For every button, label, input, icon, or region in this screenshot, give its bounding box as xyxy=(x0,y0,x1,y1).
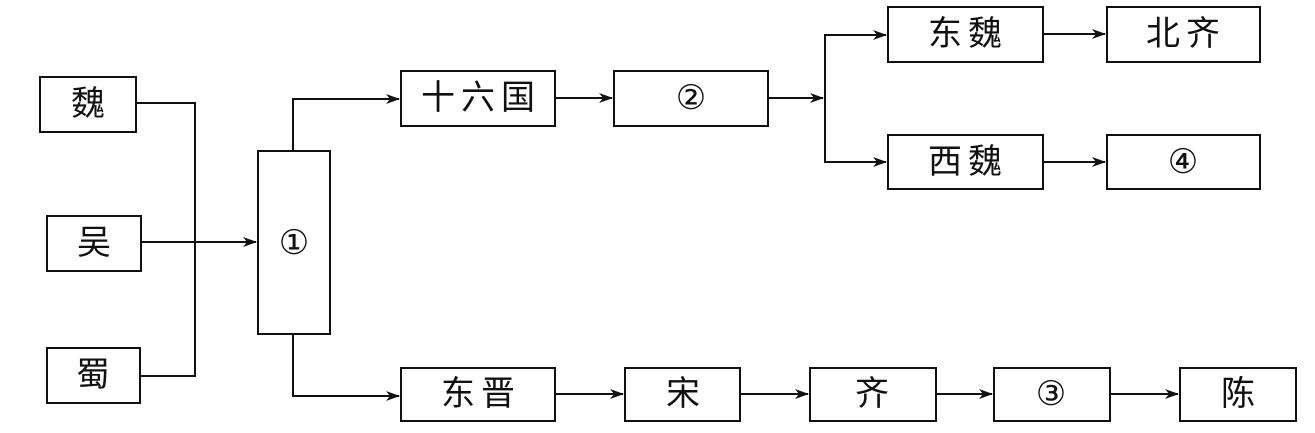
node-blank1: ① xyxy=(257,150,331,335)
node-blank3: ③ xyxy=(993,367,1111,422)
node-blank2-label: ② xyxy=(676,78,706,118)
node-blank2: ② xyxy=(613,70,769,127)
node-chen: 陈 xyxy=(1179,367,1297,422)
node-north-qi-label: 北齐 xyxy=(1146,14,1226,54)
node-qi-label: 齐 xyxy=(855,374,889,414)
node-east-wei: 东魏 xyxy=(887,6,1044,63)
node-song: 宋 xyxy=(624,367,741,422)
arrow-to-east-jin xyxy=(292,335,400,401)
node-west-wei-label: 西魏 xyxy=(928,142,1008,182)
node-chen-label: 陈 xyxy=(1221,374,1255,414)
connectors xyxy=(136,29,1179,401)
node-west-wei: 西魏 xyxy=(887,134,1044,190)
node-east-jin: 东晋 xyxy=(400,367,556,422)
arrow-to-sixteen-kingdoms xyxy=(292,94,400,150)
node-blank3-label: ③ xyxy=(1036,374,1066,414)
node-blank4: ④ xyxy=(1106,134,1261,190)
node-wu-label: 吴 xyxy=(77,223,111,263)
arrow-to-east-wei xyxy=(824,30,887,98)
node-blank1-label: ① xyxy=(279,223,309,263)
node-song-label: 宋 xyxy=(666,374,700,414)
node-shu-label: 蜀 xyxy=(76,355,110,395)
arrow-to-west-wei xyxy=(824,98,887,167)
connector-shu xyxy=(140,242,196,377)
connector-wei xyxy=(136,102,196,242)
node-blank4-label: ④ xyxy=(1168,142,1198,182)
node-wu: 吴 xyxy=(46,215,142,272)
node-east-jin-label: 东晋 xyxy=(441,374,521,414)
node-wei: 魏 xyxy=(39,76,137,133)
node-shu: 蜀 xyxy=(46,347,141,404)
node-east-wei-label: 东魏 xyxy=(928,14,1008,54)
node-sixteen-kingdoms-label: 十六国 xyxy=(421,78,541,118)
node-north-qi: 北齐 xyxy=(1106,6,1261,63)
node-qi: 齐 xyxy=(809,367,937,422)
node-sixteen-kingdoms: 十六国 xyxy=(400,70,556,127)
node-wei-label: 魏 xyxy=(71,84,105,124)
